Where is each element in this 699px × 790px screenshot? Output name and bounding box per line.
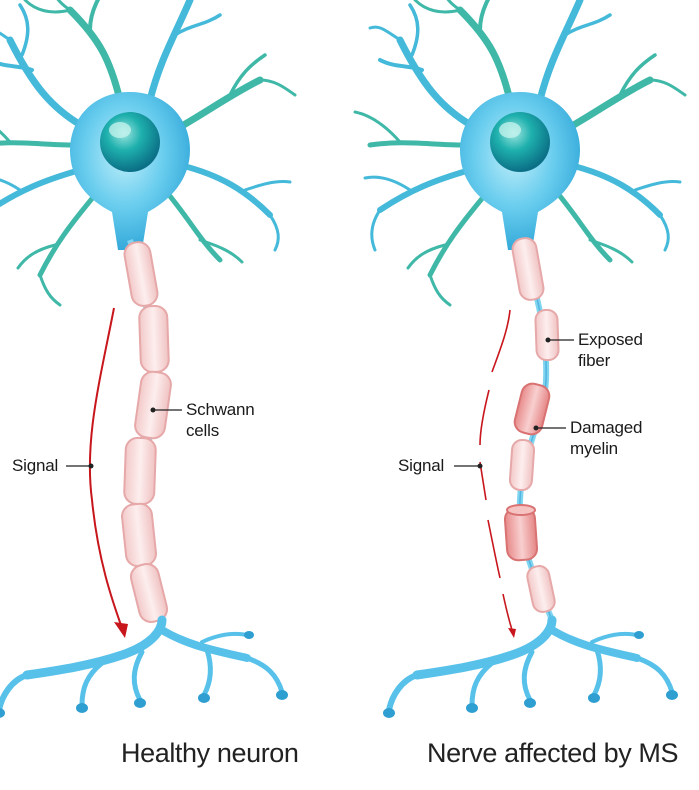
schwann-label-line1: Schwann bbox=[186, 400, 255, 420]
exposed-label-line1: Exposed bbox=[578, 330, 643, 350]
signal-label-right: Signal bbox=[398, 456, 444, 476]
signal-label-left: Signal bbox=[12, 456, 58, 476]
schwann-cells bbox=[121, 240, 173, 624]
broken-signal bbox=[480, 310, 512, 630]
ms-neuron bbox=[355, 0, 685, 718]
signal-arrow bbox=[90, 308, 122, 628]
caption-healthy: Healthy neuron bbox=[121, 738, 299, 768]
caption-ms: Nerve affected by MS bbox=[427, 738, 678, 768]
damaged-label-line1: Damaged bbox=[570, 418, 642, 438]
broken-signal-arrowhead bbox=[508, 628, 516, 638]
healthy-neuron bbox=[0, 0, 295, 718]
damaged-label-line2: myelin bbox=[570, 439, 618, 459]
schwann-label-line2: cells bbox=[186, 421, 219, 441]
signal-arrowhead bbox=[114, 622, 128, 638]
exposed-label-line2: fiber bbox=[578, 351, 610, 371]
